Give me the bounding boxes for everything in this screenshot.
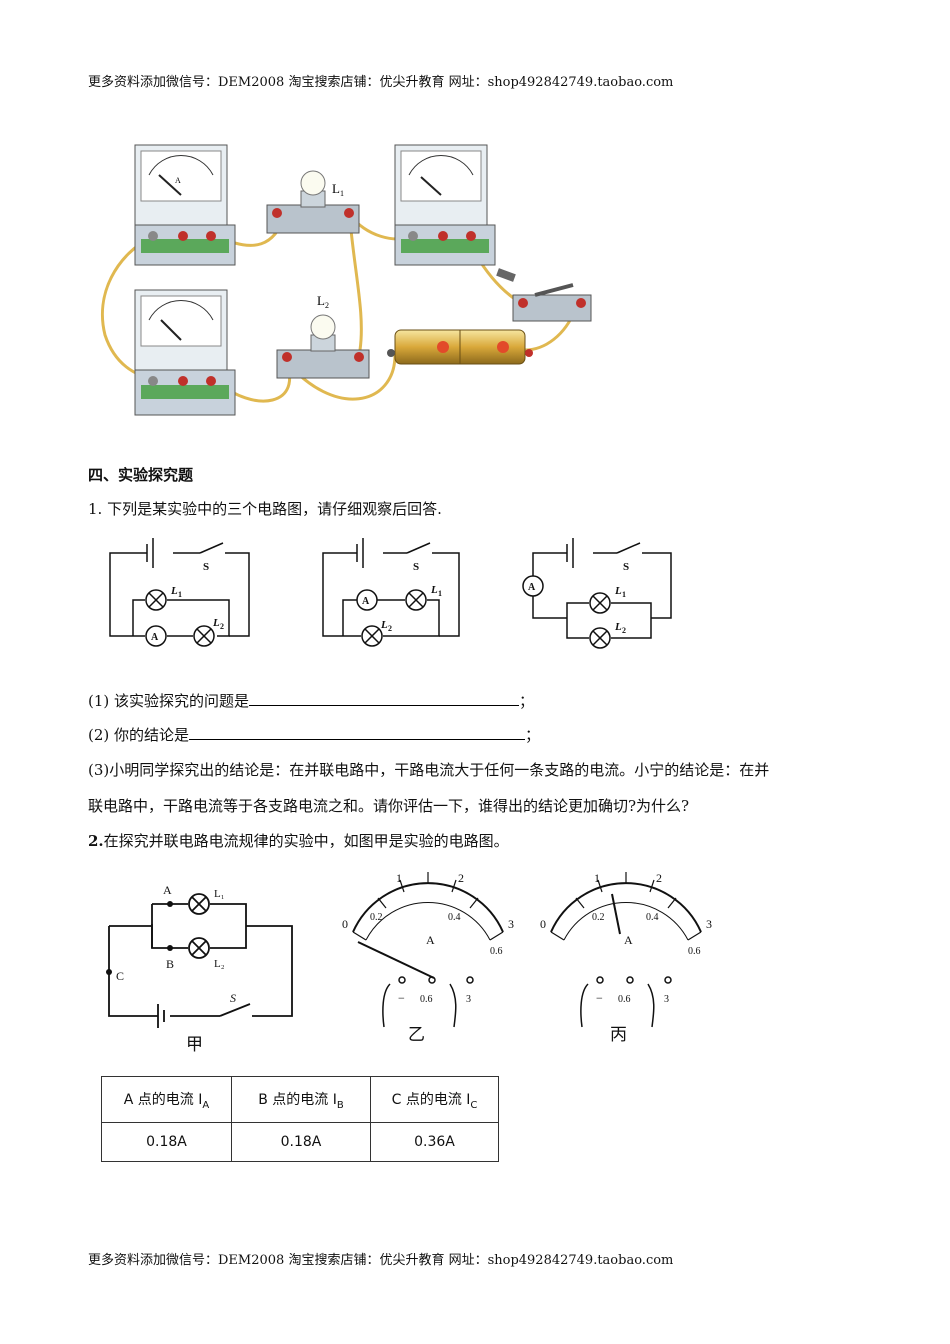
svg-text:2: 2	[220, 622, 224, 631]
q1-part3-line1: (3)小明同学探究出的结论是：在并联电路中，干路电流大于任何一条支路的电流。小宁…	[88, 761, 770, 779]
page-header: 更多资料添加微信号：DEM2008 淘宝搜索店铺：优尖升教育 网址：shop49…	[88, 75, 674, 90]
svg-text:3: 3	[466, 994, 471, 1005]
svg-text:C: C	[116, 969, 124, 983]
svg-text:L: L	[614, 585, 622, 597]
svg-text:1: 1	[396, 871, 402, 885]
svg-text:L: L	[170, 585, 178, 597]
battery-icon	[387, 329, 533, 365]
svg-text:1: 1	[622, 590, 626, 599]
svg-text:2: 2	[622, 626, 626, 635]
svg-text:A: A	[624, 933, 633, 947]
svg-text:0: 0	[540, 917, 546, 931]
svg-text:S: S	[203, 561, 209, 573]
svg-text:−: −	[398, 991, 405, 1005]
table-row: 0.18A 0.18A 0.36A	[101, 1122, 499, 1162]
answer-blank[interactable]	[249, 691, 520, 706]
svg-text:0: 0	[342, 917, 348, 931]
svg-text:丙: 丙	[610, 1025, 627, 1044]
svg-text:−: −	[596, 991, 603, 1005]
svg-text:A: A	[175, 176, 181, 185]
svg-text:甲: 甲	[186, 1035, 203, 1054]
svg-text:L: L	[332, 181, 340, 196]
q1-part1: (1) 该实验探究的问题是；	[88, 691, 535, 710]
svg-text:L: L	[212, 617, 220, 629]
q1-part3-line2: 联电路中，干路电流等于各支路电流之和。请你评估一下，谁得出的结论更加确切?为什么…	[88, 797, 690, 815]
table-cell: 0.18A	[231, 1122, 371, 1162]
switch-icon	[496, 268, 592, 322]
svg-text:1: 1	[340, 189, 344, 198]
page-footer: 更多资料添加微信号：DEM2008 淘宝搜索店铺：优尖升教育 网址：shop49…	[88, 1253, 674, 1268]
svg-text:A: A	[362, 596, 370, 607]
svg-text:0.2: 0.2	[592, 912, 605, 923]
svg-text:3: 3	[508, 917, 514, 931]
svg-text:A: A	[426, 933, 435, 947]
svg-text:0.6: 0.6	[420, 994, 433, 1005]
svg-text:S: S	[623, 561, 629, 573]
table-header-cell: A 点的电流 IA	[101, 1076, 232, 1123]
svg-text:L: L	[430, 584, 438, 596]
q1-stem: 1. 下列是某实验中的三个电路图，请仔细观察后回答.	[88, 500, 442, 518]
svg-text:L: L	[380, 619, 388, 631]
svg-text:2: 2	[325, 301, 329, 310]
table-header-cell: B 点的电流 IB	[231, 1076, 371, 1123]
svg-text:A: A	[163, 883, 172, 897]
current-table: A 点的电流 IA B 点的电流 IB C 点的电流 IC 0.18A 0.18…	[101, 1076, 499, 1162]
q2-ammeter-bing: 0 1 2 3 0.2 0.4 0.6 A − 0.6 3 丙	[540, 871, 712, 1044]
svg-text:3: 3	[706, 917, 712, 931]
ammeter-icon: A	[134, 144, 236, 266]
section-title: 四、实验探究题	[88, 466, 194, 484]
svg-text:0.6: 0.6	[618, 994, 631, 1005]
q2-ammeter-yi: 0 1 2 3 0.2 0.4 0.6 A − 0.6 3 乙	[342, 871, 514, 1044]
svg-text:B: B	[166, 957, 174, 971]
table-cell: 0.18A	[101, 1122, 232, 1162]
svg-text:1: 1	[438, 589, 442, 598]
svg-text:S: S	[230, 991, 236, 1005]
svg-text:0.6: 0.6	[688, 946, 701, 957]
lamp-icon: L 1	[266, 170, 360, 234]
q1-part2: (2) 你的结论是；	[88, 725, 541, 744]
q2-circuit-jia: A B C L₁ L₂ S 甲	[106, 883, 293, 1054]
svg-text:1: 1	[594, 871, 600, 885]
table-cell: 0.36A	[370, 1122, 499, 1162]
svg-text:L: L	[317, 293, 325, 308]
svg-text:0.4: 0.4	[646, 912, 659, 923]
svg-text:L₁: L₁	[214, 888, 225, 900]
svg-text:3: 3	[664, 994, 669, 1005]
table-header-row: A 点的电流 IA B 点的电流 IB C 点的电流 IC	[101, 1076, 499, 1123]
table-header-cell: C 点的电流 IC	[370, 1076, 499, 1123]
svg-text:0.2: 0.2	[370, 912, 383, 923]
svg-text:L₂: L₂	[214, 958, 225, 970]
svg-text:0.4: 0.4	[448, 912, 461, 923]
svg-text:L: L	[614, 621, 622, 633]
svg-text:2: 2	[388, 624, 392, 633]
svg-text:S: S	[413, 561, 419, 573]
q2-stem: 2.在探究并联电路电流规律的实验中，如图甲是实验的电路图。	[88, 832, 509, 850]
svg-text:A: A	[528, 582, 536, 593]
svg-text:0.6: 0.6	[490, 946, 503, 957]
svg-text:A: A	[151, 632, 159, 643]
svg-text:2: 2	[458, 871, 464, 885]
svg-text:1: 1	[178, 590, 182, 599]
experiment-apparatus-figure: A L 1 L 2	[100, 144, 592, 416]
svg-text:2: 2	[656, 871, 662, 885]
svg-text:乙: 乙	[408, 1025, 425, 1044]
answer-blank[interactable]	[189, 725, 526, 740]
